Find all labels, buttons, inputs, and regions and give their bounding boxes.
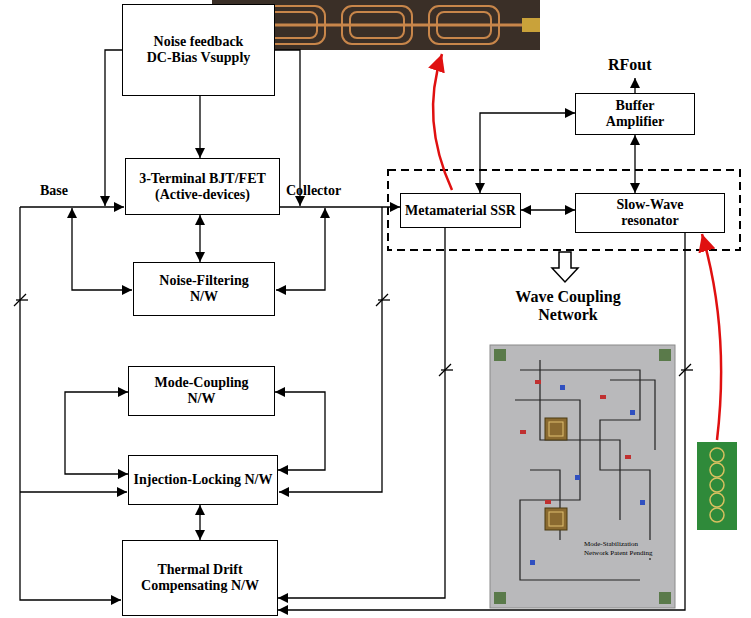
connector-arrow (65, 392, 128, 474)
hollow-arrow (552, 252, 578, 282)
connector-arrow (280, 206, 400, 207)
connector-arrow (278, 233, 685, 610)
annotation-label: RFout (608, 56, 668, 74)
process-box: Buffer Amplifier (575, 93, 695, 135)
green-resonators (697, 442, 737, 530)
process-box: Noise-Filtering N/W (133, 262, 275, 316)
connector-arrow (634, 135, 635, 193)
process-box: Injection-Locking N/W (128, 455, 278, 505)
connector-arrow (199, 96, 200, 158)
annotation-label: Collector (286, 183, 366, 199)
wires (20, 50, 635, 600)
dashed-group (388, 170, 740, 250)
box-label: Slow-Wave resonator (605, 197, 695, 229)
pcb-photo (490, 345, 675, 608)
red-callout-arrow (702, 234, 721, 440)
annotation-label: Base (40, 183, 90, 199)
annotation-label: Wave Coupling Network (498, 288, 638, 324)
process-box: 3-Terminal BJT/FET (Active-devices) (125, 158, 280, 215)
annotation-label: Mode-Stabilization Network Patent Pendin… (584, 540, 654, 558)
box-label: Mode-Coupling N/W (142, 375, 262, 407)
red-callout-arrow (433, 54, 452, 190)
box-label: Injection-Locking N/W (134, 472, 273, 488)
connector-arrow (275, 392, 325, 470)
process-box: Metamaterial SSR (400, 193, 521, 228)
connector-arrow (480, 113, 575, 193)
process-box: Thermal Drift Compensating N/W (122, 540, 278, 616)
box-label: Noise feedback DC-Bias Vsupply (144, 34, 254, 66)
connector-arrow (278, 228, 445, 598)
box-label: Buffer Amplifier (595, 98, 675, 130)
connector-arrow (521, 209, 575, 210)
box-label: Noise-Filtering N/W (144, 273, 264, 305)
connector-arrow (199, 215, 200, 262)
connector-arrow (199, 505, 200, 540)
process-box: Mode-Coupling N/W (128, 366, 275, 416)
process-box: Slow-Wave resonator (575, 193, 725, 233)
box-label: Metamaterial SSR (405, 203, 516, 219)
process-box: Noise feedback DC-Bias Vsupply (122, 4, 275, 96)
box-label: Thermal Drift Compensating N/W (130, 562, 270, 594)
box-label: 3-Terminal BJT/FET (Active-devices) (130, 171, 275, 203)
